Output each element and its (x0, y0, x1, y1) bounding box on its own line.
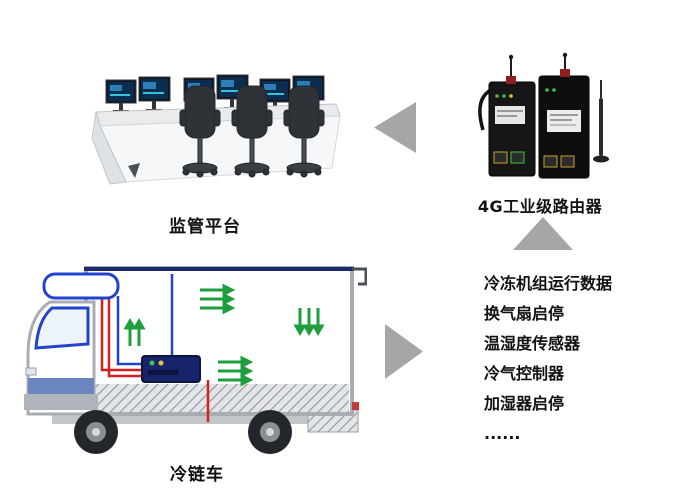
list-item: 温湿度传感器 (484, 334, 581, 353)
cold-chain-truck-icon (24, 266, 368, 454)
platform-label: 监管平台 (169, 217, 241, 237)
arrow-right-icon (385, 324, 423, 379)
list-item: 加湿器启停 (484, 394, 565, 413)
flow-arrow-router-to-platform (374, 102, 416, 153)
flow-arrow-truck-to-data (385, 324, 423, 379)
truck-label: 冷链车 (170, 465, 224, 485)
truck-illustration (22, 252, 368, 464)
list-item: 换气扇启停 (484, 304, 565, 323)
sensor-data-list: 冷冻机组运行数据 换气扇启停 温湿度传感器 冷气控制器 加湿器启停 ...... (484, 274, 684, 454)
list-item: ...... (484, 424, 521, 443)
flow-arrow-data-to-router (513, 217, 573, 250)
control-room-illustration (91, 52, 344, 204)
list-item: 冷冻机组运行数据 (484, 274, 613, 293)
control-room-icon (91, 74, 341, 185)
router-icon (478, 52, 609, 179)
router-illustration (477, 52, 612, 190)
arrow-left-icon (374, 102, 416, 153)
list-item: 冷气控制器 (484, 364, 565, 383)
router-label: 4G工业级路由器 (477, 197, 603, 216)
arrow-up-icon (513, 217, 573, 250)
